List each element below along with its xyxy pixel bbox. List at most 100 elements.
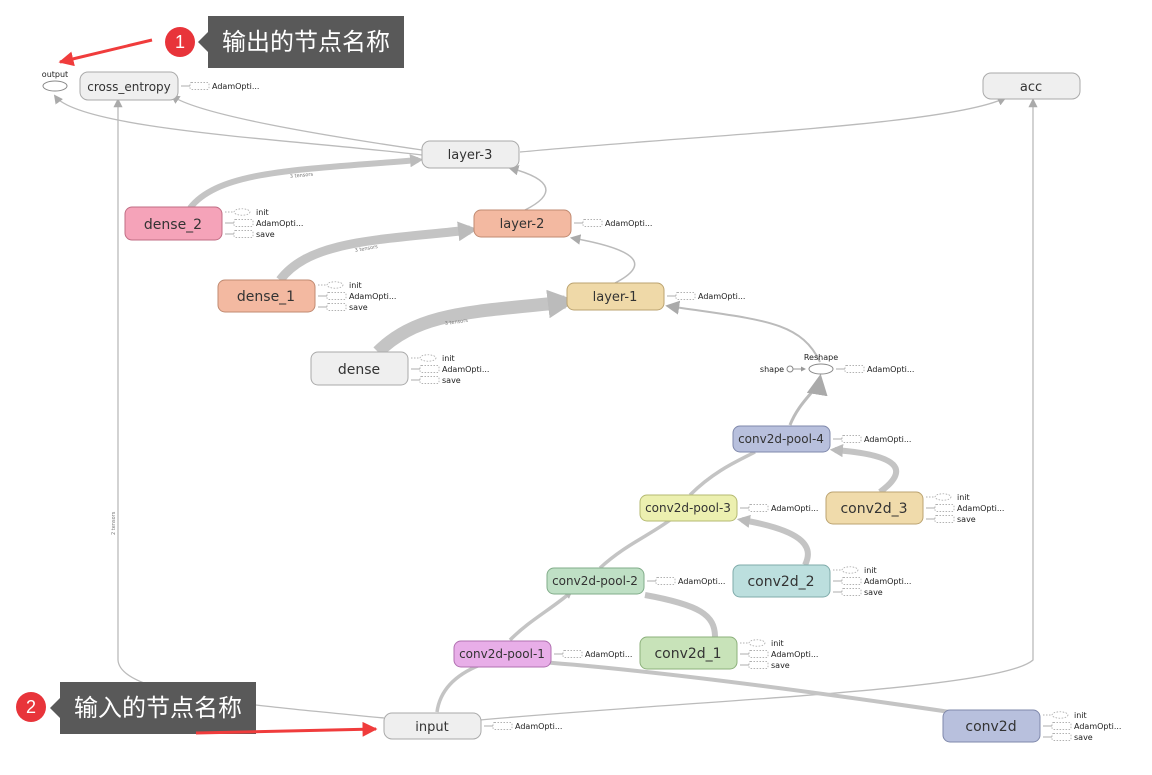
aux-conv2d-pool-3-adam-label: AdamOpti... [771, 504, 818, 513]
aux-conv2d-2-adam-shape[interactable] [841, 577, 862, 585]
aux-dense-1-init-shape[interactable] [326, 281, 344, 289]
aux-layer-1-adam-shape[interactable] [675, 292, 696, 300]
node-dense-1-label: dense_1 [237, 289, 295, 305]
node-cross-entropy-box [79, 71, 179, 101]
aux-dense-1-save-label: save [349, 303, 368, 312]
node-conv2d-2-box [732, 564, 831, 598]
aux-dense-init-shape[interactable] [419, 354, 437, 362]
aux-conv2d-pool-1-adam-shape[interactable] [562, 650, 583, 658]
aux-conv2d-1-init-shape[interactable] [748, 639, 766, 647]
aux-input-adam-shape[interactable] [492, 722, 513, 730]
node-input[interactable]: input [383, 712, 482, 740]
node-reshape[interactable]: Reshape [804, 353, 838, 375]
node-conv2d[interactable]: conv2d [942, 709, 1041, 743]
aux-conv2d-1-save-shape[interactable] [748, 661, 769, 669]
edge-layer2-layer3 [507, 165, 547, 211]
node-input-label: input [415, 720, 448, 735]
aux-conv2d-adam-shape[interactable] [1051, 722, 1072, 730]
edge-pool2-pool3 [598, 518, 672, 570]
node-conv2d-pool-4-label: conv2d-pool-4 [738, 432, 824, 446]
aux-layer-2-adam-shape[interactable] [582, 219, 603, 227]
aux-dense-2-adam-shape[interactable] [233, 219, 254, 227]
node-layer-2[interactable]: layer-2 [473, 209, 572, 238]
edge-dense-layer1 [373, 289, 577, 357]
aux-conv2d-2-init-shape[interactable] [841, 566, 859, 574]
aux-conv2d-3-adam-label: AdamOpti... [957, 504, 1004, 513]
aux-conv2d-2-adam-label: AdamOpti... [864, 577, 911, 586]
edge-layer3-crossentropy [170, 94, 423, 151]
aux-layer-1-adam-label: AdamOpti... [698, 292, 745, 301]
node-acc-box [982, 72, 1081, 100]
aux-dense-2-save-shape[interactable] [233, 230, 254, 238]
node-acc-label: acc [1020, 80, 1042, 95]
edge-pool3-pool4 [688, 450, 756, 497]
node-conv2d-3-box [825, 491, 924, 525]
node-layer-1-label: layer-1 [593, 290, 638, 305]
node-conv2d-label: conv2d [965, 719, 1016, 735]
aux-input: AdamOpti... [484, 722, 562, 731]
aux-dense-adam-shape[interactable] [419, 365, 440, 373]
aux-dense-init-label: init [442, 354, 455, 363]
node-conv2d-pool-2[interactable]: conv2d-pool-2 [546, 567, 645, 595]
node-output[interactable]: output [42, 70, 68, 92]
node-dense-2[interactable]: dense_2 [124, 206, 223, 241]
node-dense-2-box [124, 206, 223, 241]
node-conv2d-2[interactable]: conv2d_2 [732, 564, 831, 598]
node-dense-box [310, 351, 409, 386]
node-conv2d-pool-3[interactable]: conv2d-pool-3 [639, 494, 738, 522]
aux-dense-2-init-shape[interactable] [233, 208, 251, 216]
node-input-box [383, 712, 482, 740]
node-dense-1[interactable]: dense_1 [217, 279, 316, 313]
output-badge: 1 [165, 27, 195, 57]
node-dense[interactable]: dense [310, 351, 409, 386]
node-conv2d-pool-4-box [732, 425, 831, 453]
aux-dense-save-shape[interactable] [419, 376, 440, 384]
node-shape[interactable]: shape [760, 365, 794, 374]
edge-input-pool1 [435, 663, 481, 713]
aux-dense-2-adam-label: AdamOpti... [256, 219, 303, 228]
aux-conv2d-3-save-shape[interactable] [934, 515, 955, 523]
output-callout: 输出的节点名称 [198, 16, 404, 68]
aux-conv2d-3-init-shape[interactable] [934, 493, 952, 501]
aux-conv2d-save-shape[interactable] [1051, 733, 1072, 741]
aux-cross-entropy-adam-shape[interactable] [189, 82, 210, 90]
node-conv2d-1[interactable]: conv2d_1 [639, 636, 738, 670]
aux-conv2d-init-shape[interactable] [1051, 711, 1069, 719]
node-layer-3[interactable]: layer-3 [421, 140, 520, 169]
aux-dense-adam-label: AdamOpti... [442, 365, 489, 374]
aux-conv2d-pool-4-adam-shape[interactable] [841, 435, 862, 443]
aux-conv2d-2-save-shape[interactable] [841, 588, 862, 596]
node-conv2d-pool-3-box [639, 494, 738, 522]
aux-conv2d-pool-3-adam-shape[interactable] [748, 504, 769, 512]
edge-conv2-pool3 [736, 514, 811, 567]
node-conv2d-pool-1[interactable]: conv2d-pool-1 [453, 640, 552, 668]
node-conv2d-pool-1-box [453, 640, 552, 668]
aux-dense-1-adam-shape[interactable] [326, 292, 347, 300]
node-conv2d-pool-1-label: conv2d-pool-1 [459, 647, 545, 661]
aux-conv2d-pool-2-adam-shape[interactable] [655, 577, 676, 585]
aux-conv2d-1-adam-shape[interactable] [748, 650, 769, 658]
node-dense-1-box [217, 279, 316, 313]
node-layer-2-box [473, 209, 572, 238]
aux-reshape-adam-shape[interactable] [844, 365, 865, 373]
aux-conv2d-1-save-label: save [771, 661, 790, 670]
node-conv2d-3[interactable]: conv2d_3 [825, 491, 924, 525]
aux-dense-1-save-shape[interactable] [326, 303, 347, 311]
node-layer-1[interactable]: layer-1 [566, 282, 665, 311]
aux-conv2d-2-save-label: save [864, 588, 883, 597]
edge-conv3-pool4 [829, 444, 900, 495]
aux-conv2d-3-save-label: save [957, 515, 976, 524]
node-conv2d-pool-3-label: conv2d-pool-3 [645, 501, 731, 515]
aux-conv2d-3-adam-shape[interactable] [934, 504, 955, 512]
node-dense-label: dense [338, 362, 380, 378]
aux-conv2d-adam-label: AdamOpti... [1074, 722, 1121, 731]
node-reshape-shape [808, 363, 834, 375]
aux-cross-entropy: AdamOpti... [181, 82, 259, 91]
node-conv2d-pool-4[interactable]: conv2d-pool-4 [732, 425, 831, 453]
aux-conv2d-pool-4-adam-label: AdamOpti... [864, 435, 911, 444]
node-cross-entropy[interactable]: cross_entropy [79, 71, 179, 101]
node-acc[interactable]: acc [982, 72, 1081, 100]
